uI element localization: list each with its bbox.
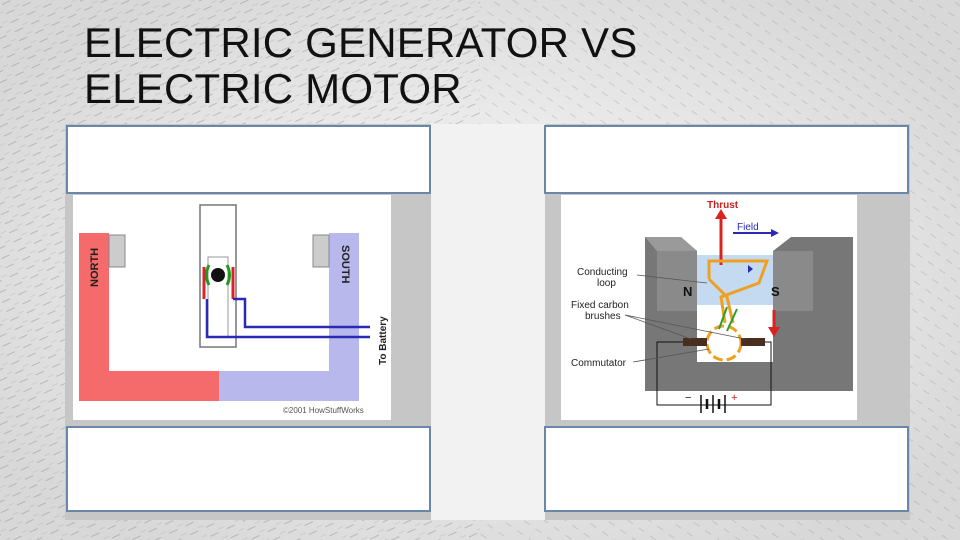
generator-diagram-svg: NORTH SOUTH To Battery ©2001 HowStuffWor…	[79, 204, 389, 415]
copyright-text: ©2001 HowStuffWorks	[283, 406, 364, 415]
north-magnet	[79, 233, 219, 401]
title-line-1: ELECTRIC GENERATOR VS	[84, 19, 638, 66]
center-divider	[431, 124, 545, 520]
brush-left	[683, 338, 707, 346]
field-region	[697, 255, 773, 305]
rotation-arrow-left	[205, 264, 211, 286]
motor-diagram-svg: Thrust Field N S − + Conducting loop Fix…	[571, 200, 853, 413]
pole-s-label: S	[771, 284, 780, 299]
south-pole-block	[773, 251, 813, 311]
thrust-arrowhead-up	[715, 209, 727, 219]
field-label: Field	[737, 222, 759, 233]
slide-title: ELECTRIC GENERATOR VS ELECTRIC MOTOR	[84, 20, 637, 112]
battery-wire-2	[233, 297, 370, 329]
motor-top-textbox[interactable]	[544, 125, 909, 194]
brush-right	[741, 338, 765, 346]
brushes-label-line1: Fixed carbon	[571, 300, 629, 311]
south-magnet	[219, 233, 359, 401]
loop-callout-line	[636, 274, 708, 284]
magnet-yoke-top	[645, 237, 697, 251]
north-pole-face	[108, 234, 126, 268]
battery-label: To Battery	[378, 316, 389, 365]
thrust-label: Thrust	[707, 200, 739, 211]
current-arrow	[748, 265, 753, 273]
motor-bottom-textbox[interactable]	[544, 426, 909, 512]
conducting-loop-back	[707, 277, 735, 324]
pole-n-label: N	[683, 284, 692, 299]
generator-top-textbox[interactable]	[66, 125, 431, 194]
thrust-arrowhead-down	[768, 327, 780, 337]
green-current-1	[718, 306, 728, 330]
brushes-callout-line-1	[624, 314, 692, 340]
title-line-2: ELECTRIC MOTOR	[84, 65, 462, 112]
generator-bottom-textbox[interactable]	[66, 426, 431, 512]
circuit-wire	[656, 341, 772, 406]
south-pole-face	[312, 234, 330, 268]
loop-label-line2: loop	[597, 278, 616, 289]
green-current-2	[726, 308, 738, 332]
south-label: SOUTH	[339, 245, 351, 284]
field-arrowhead	[771, 229, 779, 237]
rotation-arrow-right	[225, 264, 231, 286]
plus-sign: +	[731, 392, 737, 404]
commutator-label: Commutator	[571, 358, 627, 369]
commutator-callout-line	[632, 348, 710, 363]
north-label: NORTH	[89, 248, 101, 287]
brushes-label-line2: brushes	[585, 311, 621, 322]
coil-center	[211, 268, 225, 282]
conducting-loop	[707, 259, 770, 324]
loop-label-line1: Conducting	[577, 267, 628, 278]
motor-diagram: Thrust Field N S − + Conducting loop Fix…	[561, 195, 857, 420]
minus-sign: −	[685, 392, 691, 404]
generator-diagram: NORTH SOUTH To Battery ©2001 HowStuffWor…	[73, 195, 391, 420]
brushes-callout-line-2	[624, 314, 746, 340]
battery-wire-1	[205, 299, 370, 339]
